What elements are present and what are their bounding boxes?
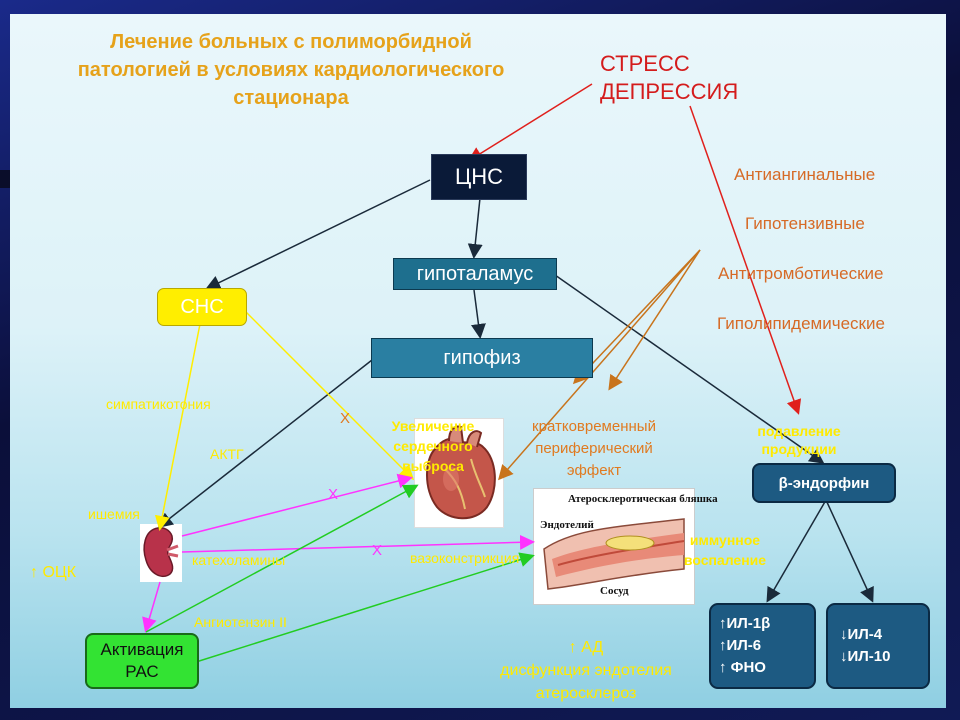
label-angiotensin: Ангиотензин II	[194, 614, 287, 630]
stress-line-1: СТРЕСС	[600, 51, 690, 76]
label-cardiac-output: Увеличение сердечного выброса	[391, 418, 475, 474]
il-up-box: ↑ИЛ-1β ↑ИЛ-6 ↑ ФНО	[709, 603, 816, 689]
sns-box: СНС	[157, 288, 247, 326]
stress-line-2: ДЕПРЕССИЯ	[600, 79, 739, 104]
ras-line-1: Активация	[100, 640, 184, 659]
arrow-cns-hypothalamus	[467, 197, 483, 259]
arrow-ras-vessel	[195, 552, 535, 663]
drug-antianginal: Антиангинальные	[734, 165, 876, 184]
arrow-hypothalamus-hypophysis	[471, 289, 486, 339]
arrow-stress-cns	[467, 83, 593, 162]
label-ischemia: ишемия	[88, 506, 140, 522]
label-immune: иммунное воспаление	[683, 532, 767, 568]
arrow-stress-suppression	[689, 105, 802, 415]
heart-icon	[426, 425, 496, 520]
arrow-kidney-vessel	[181, 534, 535, 553]
arrow-sns-kidney	[154, 323, 201, 531]
label-catecholamines: катехоламины	[192, 552, 286, 568]
ras-line-2: РАС	[125, 662, 159, 681]
label-sympathicotonia: симпатикотония	[106, 396, 211, 412]
kidney-image	[140, 524, 182, 582]
vessel-label: Сосуд	[600, 585, 629, 597]
hypophysis-box: гипофиз	[371, 338, 593, 378]
vessel-endothelium-label: Эндотелий	[540, 519, 594, 531]
page-title: Лечение больных с полиморбидной патологи…	[77, 31, 505, 109]
ras-box: Активация РАС	[85, 633, 199, 689]
arrow-hypothalamus-endorphin	[554, 274, 825, 464]
arrow-kidney-heart	[181, 473, 413, 537]
label-ock: ↑ ОЦК	[30, 564, 77, 581]
il-down-1: ↓ИЛ-4	[840, 626, 883, 643]
arrow-drugs-heart	[498, 249, 701, 481]
vessel-icon	[543, 518, 685, 590]
cns-box: ЦНС	[431, 154, 527, 200]
drug-hypolipidemic: Гиполипидемические	[717, 314, 885, 333]
stress-label: СТРЕСС ДЕПРЕССИЯ	[600, 50, 738, 106]
vessel-plaque-label: Атеросклеротическая бляшка	[568, 493, 718, 505]
arrow-drugs-effect-2	[572, 249, 701, 385]
arrow-cns-sns	[205, 179, 431, 290]
label-vasoconstriction: вазоконстрикция	[410, 550, 520, 566]
il-down-box: ↓ИЛ-4 ↓ИЛ-10	[826, 603, 930, 689]
drug-antihypertensive: Гипотензивные	[745, 214, 865, 233]
arrow-kidney-ras	[142, 581, 161, 633]
il-up-3: ↑ ФНО	[719, 659, 766, 676]
hypothalamus-box: гипоталамус	[393, 258, 557, 290]
il-up-1: ↑ИЛ-1β	[719, 615, 771, 632]
arrow-sns-heart	[245, 311, 415, 481]
arrow-drugs-effect	[608, 249, 701, 391]
arrow-endorphin-il-up	[766, 499, 827, 603]
il-down-2: ↓ИЛ-10	[840, 648, 891, 665]
x-mark-2: X	[328, 486, 339, 503]
label-suppression: подавление продукции	[757, 423, 841, 457]
drug-antithrombotic: Антитромботические	[718, 264, 884, 283]
label-ad: ↑ АД	[568, 639, 604, 656]
arrow-hypophysis-kidney	[157, 359, 373, 528]
label-atherosclerosis: атеросклероз	[535, 685, 637, 702]
label-actg: АКТГ	[210, 446, 244, 462]
label-dysfunction: дисфункция эндотелия	[500, 662, 672, 679]
vessel-image: Атеросклеротическая бляшка Эндотелий Сос…	[533, 488, 718, 605]
endorphin-box: β-эндорфин	[752, 463, 896, 503]
il-up-2: ↑ИЛ-6	[719, 637, 762, 654]
arrow-ras-heart	[145, 484, 419, 633]
label-peripheral-effect: кратковременный периферический эффект	[532, 418, 656, 479]
x-mark-3: X	[372, 542, 383, 559]
arrow-endorphin-il-down	[825, 499, 874, 603]
x-mark-1: X	[340, 410, 351, 427]
kidney-icon	[143, 527, 179, 578]
